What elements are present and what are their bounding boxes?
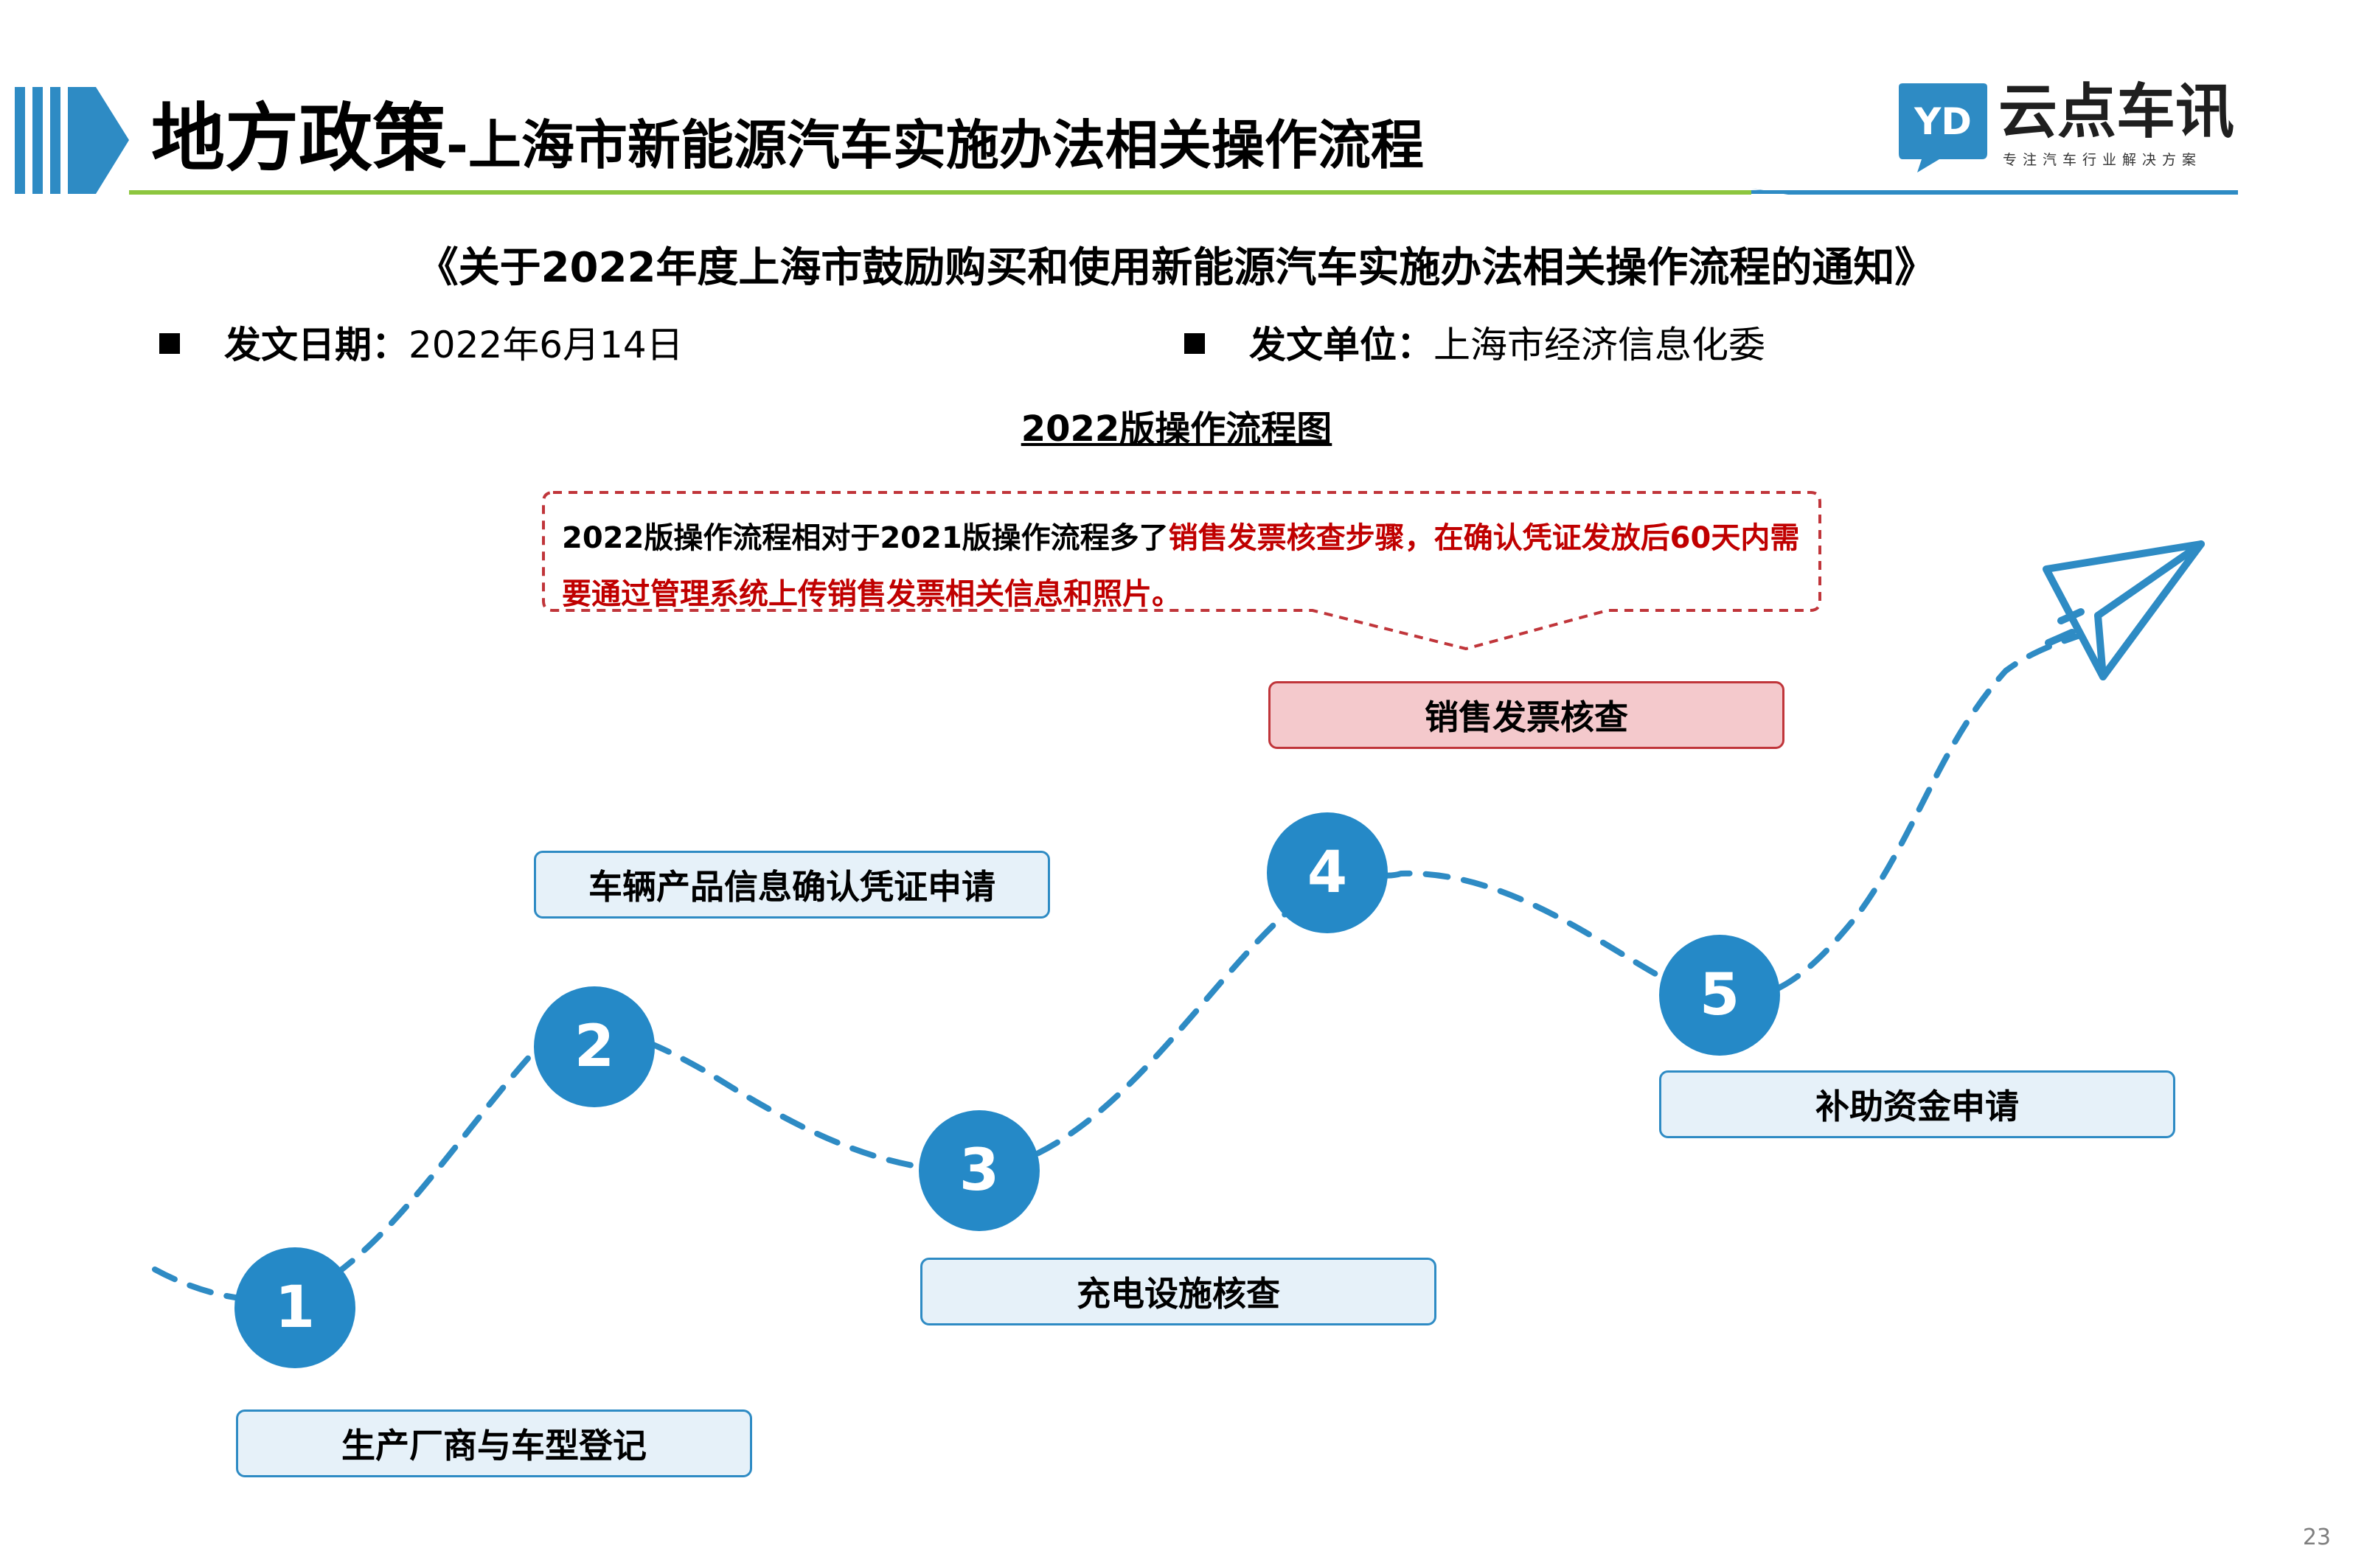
step-3-label: 充电设施核查	[920, 1258, 1436, 1325]
step-2-label: 车辆产品信息确认凭证申请	[534, 851, 1050, 919]
page-number: 23	[2302, 1525, 2331, 1550]
flow-path	[152, 633, 2082, 1303]
step-2-circle: 2	[534, 986, 655, 1107]
issuer-value: 上海市经济信息化委	[1433, 324, 1765, 366]
callout-highlight: 销售发票核查步骤，在确认凭证发放后60天内需要通过管理系统上传销售发票相关信息和…	[562, 521, 1800, 611]
step-4-label: 销售发票核查	[1268, 681, 1784, 749]
bullet-icon	[159, 332, 180, 354]
header-arrow-icon	[15, 87, 129, 194]
paper-plane-icon	[2043, 540, 2205, 680]
step-1-circle: 1	[234, 1247, 355, 1368]
step-4-circle: 4	[1267, 812, 1388, 933]
callout-text: 2022版操作流程相对于2021版操作流程多了销售发票核查步骤，在确认凭证发放后…	[562, 510, 1808, 622]
document-title: 《关于2022年度上海市鼓励购买和使用新能源汽车实施办法相关操作流程的通知》	[417, 244, 1936, 292]
logo-mark: YD	[1914, 100, 1972, 143]
bullet-icon	[1184, 332, 1205, 354]
callout-prefix: 2022版操作流程相对于2021版操作流程多了	[562, 521, 1169, 555]
issue-date-value: 2022年6月14日	[409, 324, 684, 366]
step-5-circle: 5	[1659, 935, 1780, 1056]
step-1-label: 生产厂商与车型登记	[236, 1410, 752, 1477]
flowchart-title: 2022版操作流程图	[1021, 408, 1332, 450]
logo-icon: YD	[1899, 83, 1987, 173]
page-title: 地方政策-上海市新能源汽车实施办法相关操作流程	[151, 95, 1424, 181]
step-5-label: 补助资金申请	[1659, 1070, 2175, 1138]
step-3-circle: 3	[919, 1110, 1040, 1231]
callout-bubble	[542, 491, 1821, 651]
logo-name: 云点车讯	[1998, 77, 2234, 146]
issue-date-row: 发文日期：2022年6月14日	[159, 316, 684, 369]
issue-date-label: 发文日期：	[224, 324, 409, 366]
issuer-label: 发文单位：	[1249, 324, 1433, 366]
issuer-row: 发文单位：上海市经济信息化委	[1184, 316, 1765, 369]
header-divider	[129, 189, 2238, 195]
logo-tagline: 专注汽车行业解决方案	[2003, 152, 2203, 168]
